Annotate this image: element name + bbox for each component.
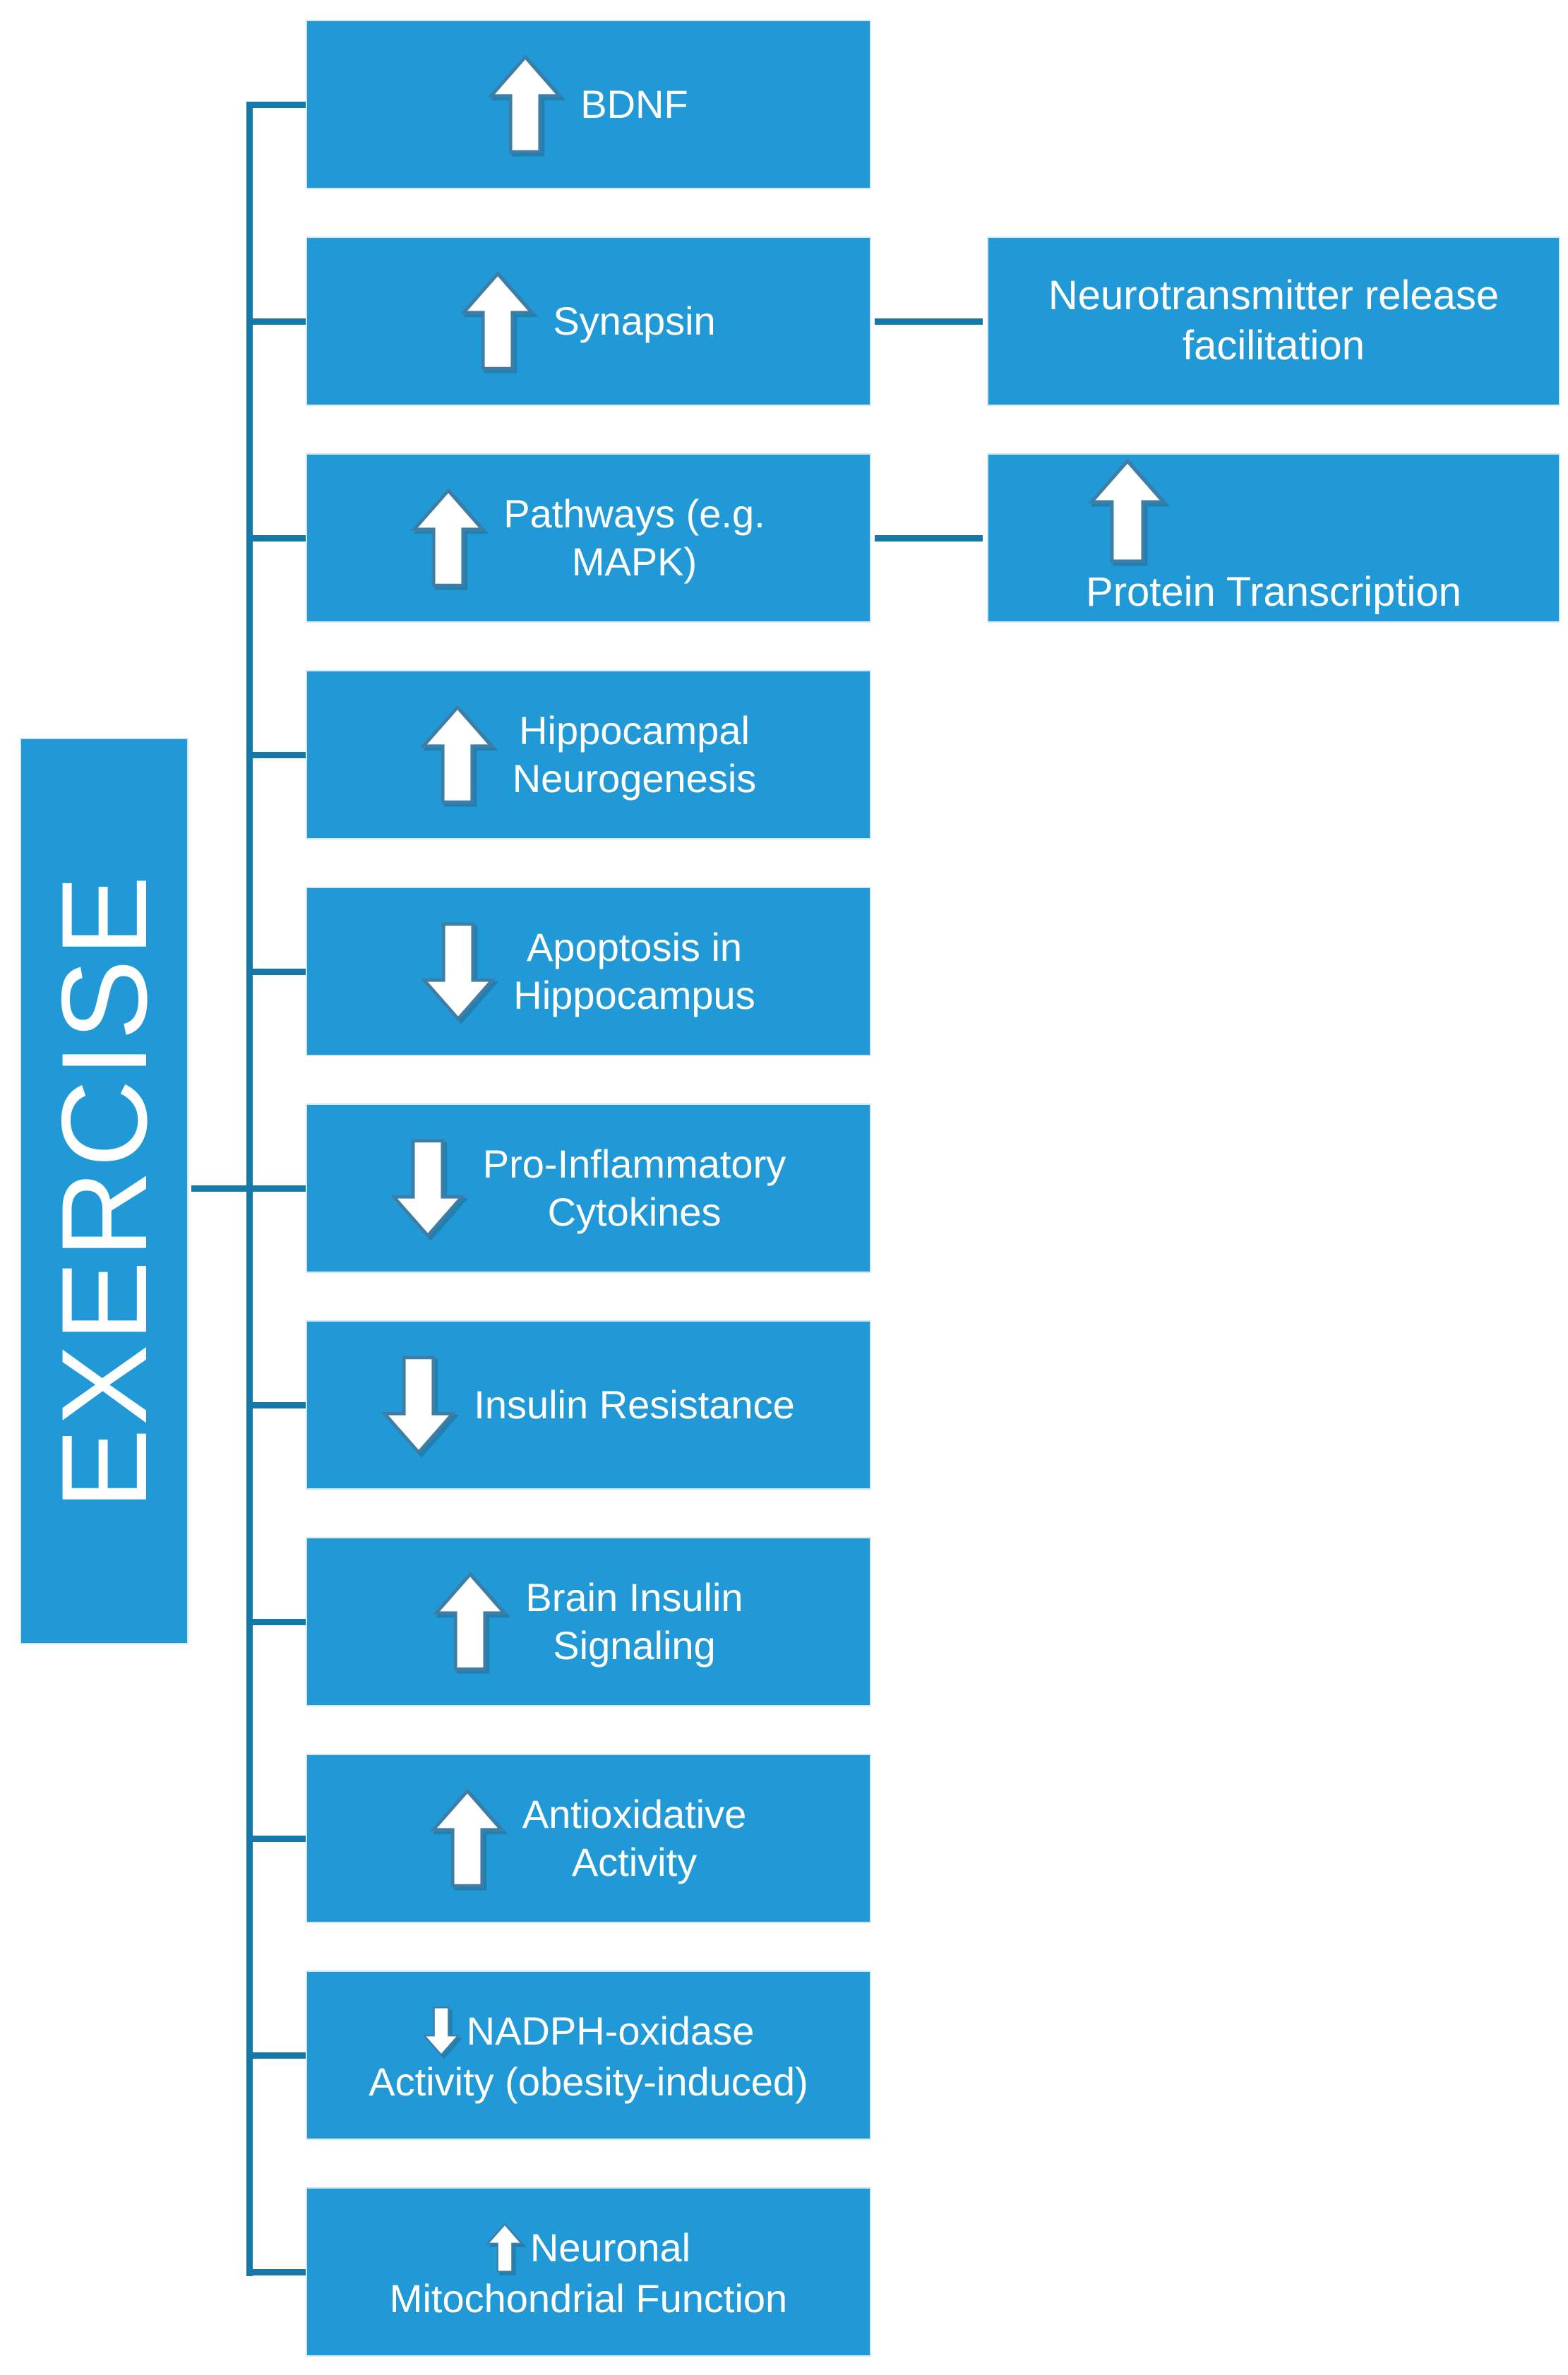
node-synapsin: Synapsin — [306, 237, 871, 406]
node-label-line: BDNF — [580, 81, 688, 126]
node-label-line: Apoptosis in — [526, 924, 743, 969]
up-arrow-icon — [1087, 458, 1168, 563]
down-arrow-icon — [382, 1356, 456, 1455]
up-arrow-icon — [420, 705, 494, 804]
node-label-line: Synapsin — [553, 298, 716, 343]
node-label: BDNF — [580, 80, 688, 128]
branch-connector-brain-insulin-signaling — [246, 1619, 306, 1625]
node-label-line: Activity — [571, 1840, 698, 1884]
branch-connector-apoptosis-hippocampus — [246, 969, 306, 975]
exercise-label: EXERCISE — [36, 873, 172, 1509]
node-label: Synapsin — [553, 297, 715, 345]
node-label-line: NADPH-oxidase — [466, 2008, 755, 2053]
node-label-line: Pathways (e.g. — [503, 491, 765, 536]
branch-connector-neuronal-mitochondrial-function — [246, 2269, 306, 2275]
branch-connector-bdnf — [246, 102, 306, 108]
node-label: Protein Transcription — [1086, 568, 1461, 618]
node-label: Insulin Resistance — [474, 1381, 794, 1429]
down-arrow-icon — [421, 922, 496, 1022]
branch-connector-nadph-oxidase-activity — [246, 2052, 306, 2059]
node-label-line: Brain Insulin — [525, 1574, 743, 1620]
up-arrow-icon — [412, 488, 486, 587]
up-arrow-icon — [461, 271, 535, 371]
node-label-line: Pro-Inflammatory — [482, 1141, 786, 1186]
node-protein-transcription: Protein Transcription — [987, 453, 1560, 623]
down-arrow-icon — [422, 2006, 460, 2057]
secondary-connector-protein-transcription — [875, 535, 983, 542]
node-label-line: Hippocampus — [513, 973, 755, 1017]
node-label-line: Neuronal — [529, 2225, 691, 2270]
node-label-line: Neurotransmitter release — [1048, 273, 1500, 319]
node-label-line: facilitation — [1183, 323, 1365, 369]
branch-connector-pro-inflammatory-cytokines — [246, 1185, 306, 1192]
node-label-line: Protein Transcription — [1086, 569, 1461, 616]
node-label-line: Activity (obesity-induced) — [369, 2059, 808, 2104]
node-label-line: Hippocampal — [519, 707, 750, 753]
branch-connector-insulin-resistance — [246, 1402, 306, 1408]
node-label-line: MAPK) — [571, 539, 698, 584]
node-label-line: Neurogenesis — [512, 756, 757, 801]
node-label-line: Mitochondrial Function — [389, 2275, 788, 2321]
secondary-connector-neurotransmitter-release-facilitation — [875, 318, 983, 325]
branch-connector-antioxidative-activity — [246, 1836, 306, 1842]
up-arrow-icon — [486, 2223, 523, 2273]
up-arrow-icon — [430, 1788, 504, 1888]
node-bdnf: BDNF — [306, 20, 871, 189]
branch-connector-synapsin — [246, 318, 306, 325]
node-label-line: Antioxidative — [522, 1791, 747, 1836]
node-label-line: Signaling — [553, 1623, 716, 1668]
up-arrow-icon — [489, 54, 563, 154]
up-arrow-icon — [433, 1572, 508, 1671]
node-mapk-pathways: Pathways (e.g.MAPK) — [306, 453, 871, 623]
node-label-line: Insulin Resistance — [474, 1382, 795, 1427]
exercise-root-box: EXERCISE — [20, 738, 188, 1644]
node-label-line: Cytokines — [547, 1190, 722, 1234]
branch-connector-hippocampal-neurogenesis — [246, 752, 306, 758]
node-label: Pathways (e.g.MAPK) — [503, 490, 765, 587]
down-arrow-icon — [390, 1139, 465, 1238]
node-insulin-resistance: Insulin Resistance — [306, 1320, 871, 1490]
branch-connector-mapk-pathways — [246, 535, 306, 542]
